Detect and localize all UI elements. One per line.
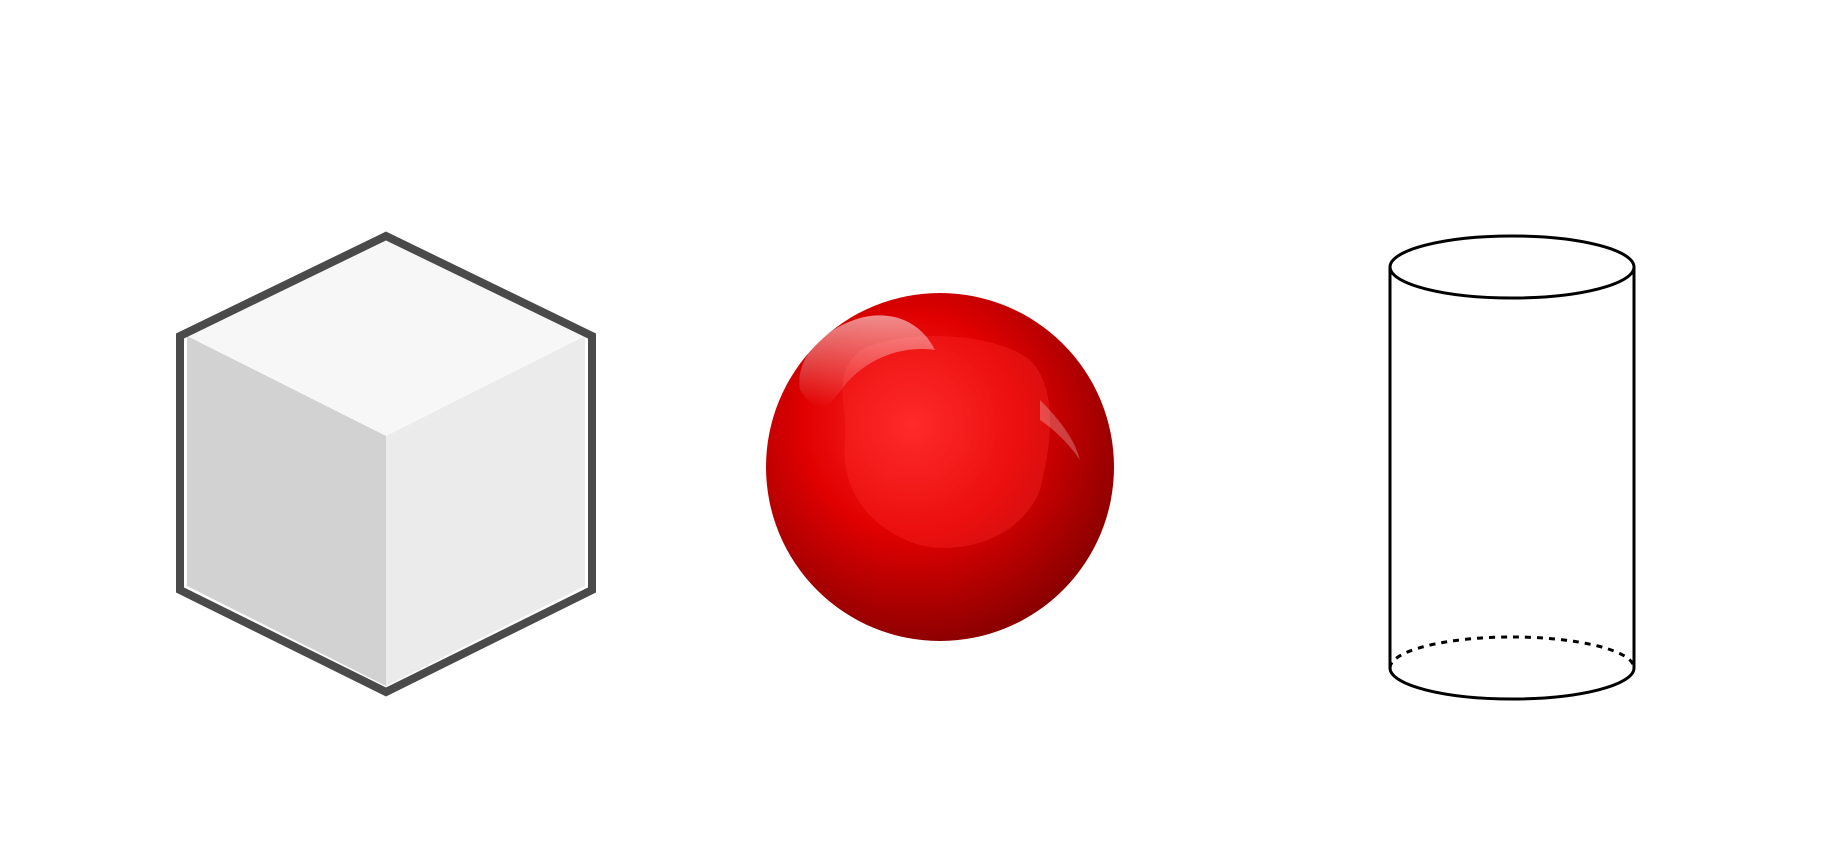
cylinder-top-ellipse bbox=[1388, 234, 1636, 300]
cylinder-icon bbox=[1388, 234, 1636, 701]
cylinder-bottom-hidden-arc bbox=[1388, 635, 1636, 669]
cube-right-face bbox=[386, 336, 585, 686]
sphere-icon bbox=[766, 293, 1114, 641]
sphere-rim-highlight bbox=[1040, 400, 1080, 460]
cube-outline bbox=[176, 231, 596, 697]
sphere-inner-glow bbox=[842, 336, 1050, 548]
sphere-gloss-highlight bbox=[799, 315, 935, 407]
cylinder-bottom-front-arc bbox=[1388, 667, 1636, 701]
cube-left-face bbox=[187, 336, 386, 686]
sphere-body bbox=[766, 293, 1114, 641]
cube-icon bbox=[176, 231, 596, 697]
